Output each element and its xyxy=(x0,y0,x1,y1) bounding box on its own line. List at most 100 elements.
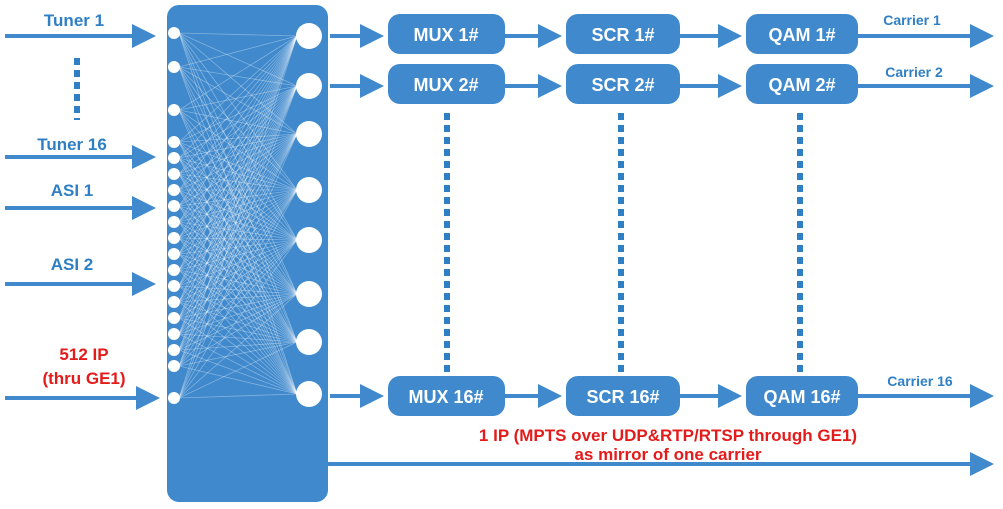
matrix-connection-line xyxy=(178,221,298,241)
matrix-connection-line xyxy=(178,239,298,303)
scr-1-box xyxy=(566,14,680,54)
matrix-input-port xyxy=(168,360,180,372)
matrix-input-port xyxy=(168,328,180,340)
matrix-connection-line xyxy=(178,269,298,395)
matrix-connection-line xyxy=(178,173,298,343)
matrix-connection-line xyxy=(178,205,298,295)
matrix-connection-line xyxy=(178,133,298,303)
matrix-connection-line xyxy=(178,293,298,367)
matrix-connection-line xyxy=(178,221,298,343)
matrix-connection-line xyxy=(178,133,298,143)
matrix-connection-line xyxy=(178,221,298,395)
qam-1-label: QAM 1# xyxy=(768,25,835,45)
matrix-input-port xyxy=(168,61,180,73)
matrix-connection-line xyxy=(178,85,298,367)
matrix-connection-line xyxy=(178,237,298,343)
matrix-connection-line xyxy=(178,205,298,343)
matrix-connection-line xyxy=(178,133,298,367)
matrix-input-port xyxy=(168,296,180,308)
qam-16-box xyxy=(746,376,858,416)
chain-arrows xyxy=(328,24,994,476)
matrix-connection-line xyxy=(178,85,298,303)
matrix-connection-line xyxy=(178,35,298,223)
matrix-connection-line xyxy=(178,189,298,295)
matrix-connections xyxy=(178,32,298,399)
matrix-output-port xyxy=(296,73,322,99)
mux-16-box xyxy=(388,376,505,416)
matrix-connection-line xyxy=(178,141,298,395)
matrix-connection-line xyxy=(178,66,298,191)
matrix-connection-line xyxy=(178,32,298,191)
matrix-connection-line xyxy=(178,189,298,287)
matrix-connection-line xyxy=(178,205,298,241)
matrix-connection-line xyxy=(178,35,298,159)
matrix-connection-line xyxy=(178,317,298,395)
matrix-input-port xyxy=(168,312,180,324)
matrix-connection-line xyxy=(178,239,298,367)
matrix-connection-line xyxy=(178,66,298,343)
scr-16-box xyxy=(566,376,680,416)
carrier-1-label: Carrier 1 xyxy=(883,12,941,28)
matrix-connection-line xyxy=(178,189,298,223)
matrix-connection-line xyxy=(178,173,298,191)
matrix-connection-line xyxy=(178,239,298,351)
matrix-connection-line xyxy=(178,133,298,159)
carrier-16-label: Carrier 16 xyxy=(887,373,953,389)
matrix-connection-line xyxy=(178,133,298,191)
carrier-2-label: Carrier 2 xyxy=(885,64,943,80)
matrix-connection-line xyxy=(178,85,298,111)
matrix-connection-line xyxy=(178,85,298,175)
matrix-connection-line xyxy=(178,189,298,255)
matrix-connection-line xyxy=(178,189,298,399)
matrix-connection-line xyxy=(178,35,298,207)
matrix-connection-line xyxy=(178,341,298,367)
matrix-connection-line xyxy=(178,35,298,68)
matrix-connection-line xyxy=(178,35,298,319)
switch-matrix xyxy=(167,5,328,502)
matrix-connection-line xyxy=(178,173,298,395)
ip-label-line2: (thru GE1) xyxy=(42,369,125,388)
matrix-connection-line xyxy=(178,35,298,303)
asi2-label: ASI 2 xyxy=(51,255,94,274)
chain-ellipses xyxy=(444,113,803,372)
matrix-connection-line xyxy=(178,141,298,295)
matrix-connection-line xyxy=(178,109,298,395)
mux-1-label: MUX 1# xyxy=(413,25,478,45)
matrix-output-port xyxy=(296,381,322,407)
matrix-connection-line xyxy=(178,133,298,271)
matrix-input-port xyxy=(168,104,180,116)
matrix-input-port xyxy=(168,392,180,404)
tuner1-label: Tuner 1 xyxy=(44,11,104,30)
scr-2-label: SCR 2# xyxy=(591,75,654,95)
matrix-connection-line xyxy=(178,133,298,223)
matrix-output-port xyxy=(296,227,322,253)
matrix-connection-line xyxy=(178,157,298,241)
mux-2-box xyxy=(388,64,505,104)
matrix-connection-line xyxy=(178,157,298,395)
matrix-connection-line xyxy=(178,133,298,255)
matrix-connection-line xyxy=(178,189,298,303)
matrix-connection-line xyxy=(178,239,298,335)
matrix-output-port xyxy=(296,121,322,147)
matrix-connection-line xyxy=(178,237,298,395)
matrix-connection-line xyxy=(178,189,298,239)
matrix-connection-line xyxy=(178,141,298,343)
mux-2-label: MUX 2# xyxy=(413,75,478,95)
matrix-connection-line xyxy=(178,109,298,191)
matrix-connection-line xyxy=(178,333,298,343)
matrix-connection-line xyxy=(178,293,298,335)
matrix-connection-line xyxy=(178,109,298,343)
matrix-connection-line xyxy=(178,35,298,271)
matrix-connection-line xyxy=(178,133,298,319)
matrix-connection-line xyxy=(178,173,298,295)
matrix-connection-line xyxy=(178,85,298,223)
matrix-connection-line xyxy=(178,66,298,87)
matrix-connection-line xyxy=(178,32,298,37)
matrix-connection-line xyxy=(178,66,298,395)
scr-2-box xyxy=(566,64,680,104)
matrix-connection-line xyxy=(178,239,298,287)
matrix-connection-line xyxy=(178,133,298,335)
matrix-connection-line xyxy=(178,189,298,271)
matrix-connection-line xyxy=(178,133,298,207)
matrix-connection-line xyxy=(178,35,298,399)
